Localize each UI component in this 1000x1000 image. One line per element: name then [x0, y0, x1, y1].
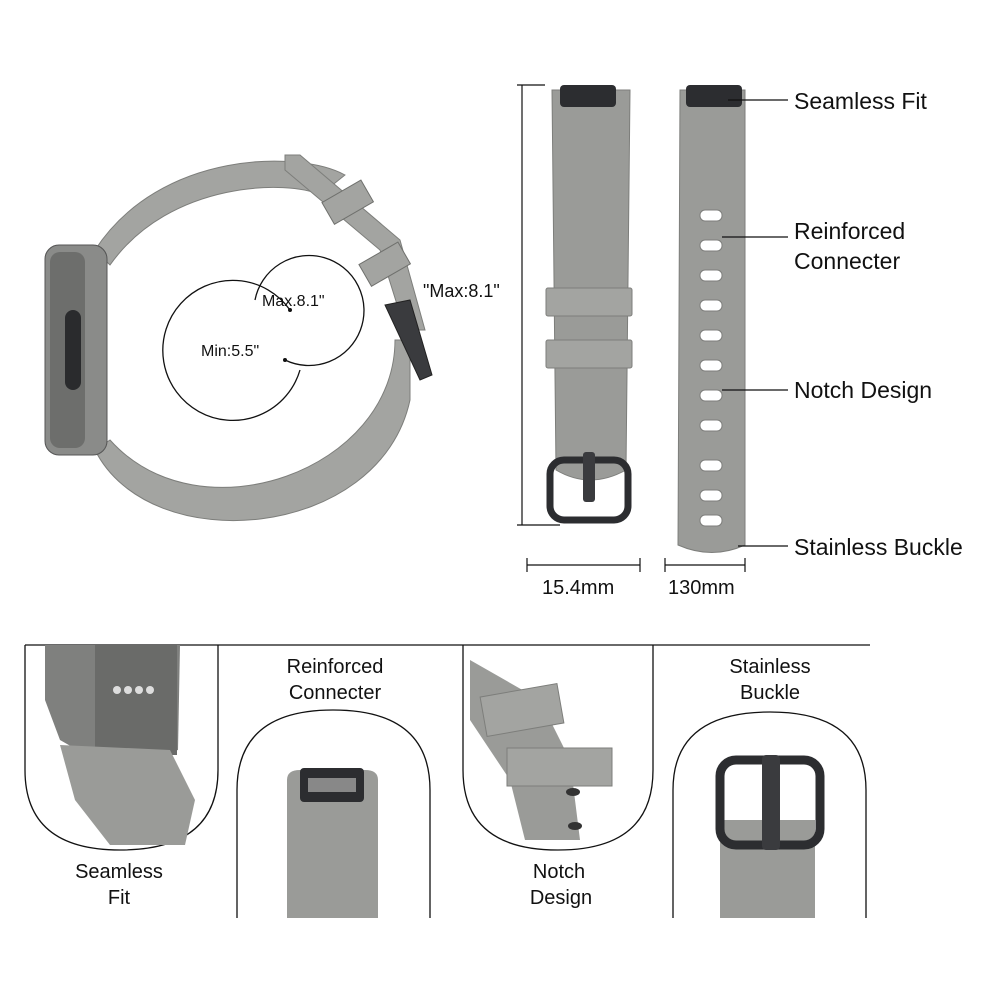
callout-lines	[722, 99, 788, 547]
panel-reinforced-line2: Connecter	[289, 682, 382, 704]
length-dimension-line	[517, 84, 560, 526]
width-dimension-lines	[526, 558, 746, 572]
panel-notch-line1: Notch	[533, 861, 585, 883]
detail-panel-stainless-buckle: Stainless Buckle	[672, 656, 867, 918]
circle-min-label: Min:5.5"	[201, 343, 259, 360]
detail-panel-reinforced-connecter: Reinforced Connecter	[236, 656, 431, 918]
callout-notch-design: Notch Design	[794, 377, 932, 403]
callout-seamless-fit: Seamless Fit	[794, 88, 928, 114]
callout-reinforced-2: Connecter	[794, 248, 900, 274]
width-dimension-label: 15.4mm	[542, 577, 614, 599]
detail-panel-notch-design: Notch Design	[462, 645, 654, 909]
detail-panel-seamless-fit: Seamless Fit	[24, 645, 219, 909]
strap-notch-side	[677, 85, 746, 553]
panel-seamless-line2: Fit	[108, 887, 131, 909]
circle-max-label: Max.8.1"	[262, 293, 325, 310]
length-dimension-label: 130mm	[668, 577, 735, 599]
panel-reinforced-line1: Reinforced	[287, 656, 384, 678]
panel-notch-line2: Design	[530, 887, 592, 909]
strap-buckle-side	[545, 85, 633, 524]
callout-stainless-buckle: Stainless Buckle	[794, 534, 963, 560]
panel-seamless-line1: Seamless	[75, 861, 163, 883]
callout-reinforced-1: Reinforced	[794, 218, 905, 244]
panel-buckle-line1: Stainless	[729, 656, 810, 678]
size-circle-diagram: Max.8.1" Min:5.5"	[162, 254, 365, 422]
loop-max-label: "Max:8.1"	[423, 281, 500, 301]
band-loop-illustration	[44, 154, 433, 522]
panel-buckle-line2: Buckle	[740, 682, 800, 704]
